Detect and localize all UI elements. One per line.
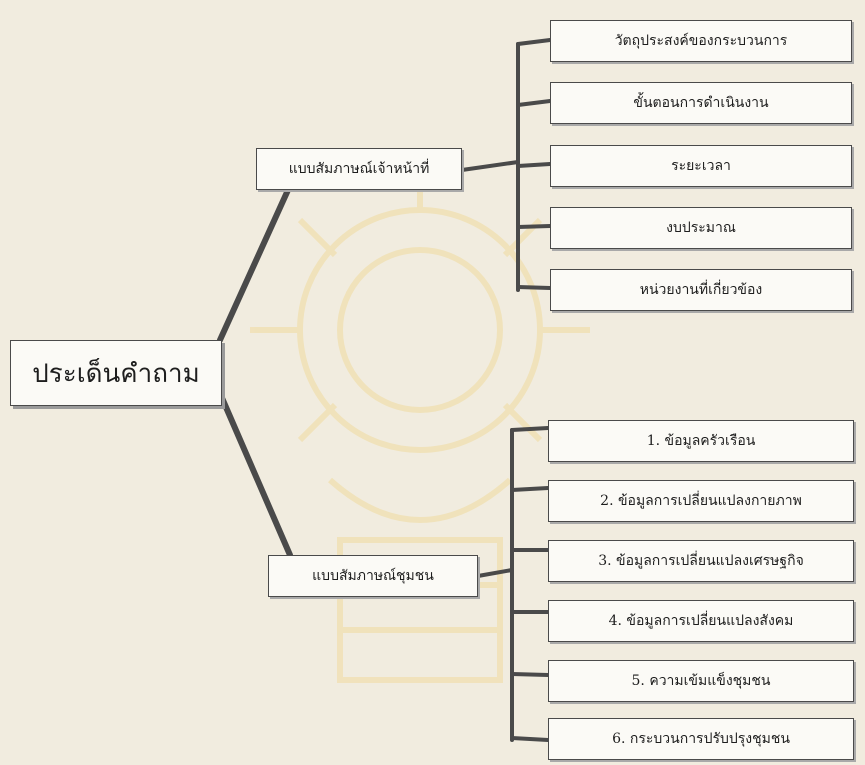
branch-node-community: แบบสัมภาษณ์ชุมชน — [268, 555, 478, 597]
leaf-node-label: ขั้นตอนการดำเนินงาน — [633, 95, 769, 111]
branch-node-label: แบบสัมภาษณ์เจ้าหน้าที่ — [288, 161, 430, 177]
connector-root-upper — [217, 187, 291, 343]
leaf-node-label: งบประมาณ — [666, 220, 736, 236]
connector-upper-stub — [460, 160, 520, 172]
leaf-node-community-1: 1. ข้อมูลครัวเรือน — [548, 420, 854, 462]
leaf-node-officials-1: วัตถุประสงค์ของกระบวนการ — [550, 20, 852, 62]
root-node-label: ประเด็นคำถาม — [32, 358, 200, 389]
leaf-node-label: 2. ข้อมูลการเปลี่ยนแปลงกายภาพ — [600, 493, 802, 509]
leaf-node-community-2: 2. ข้อมูลการเปลี่ยนแปลงกายภาพ — [548, 480, 854, 522]
leaf-node-label: 1. ข้อมูลครัวเรือน — [646, 433, 756, 449]
leaf-node-officials-4: งบประมาณ — [550, 207, 852, 249]
connector-upper-leaf-4 — [516, 224, 552, 229]
connector-upper-leaf-3 — [516, 162, 552, 168]
leaf-node-label: 3. ข้อมูลการเปลี่ยนแปลงเศรษฐกิจ — [598, 553, 804, 569]
leaf-node-label: วัตถุประสงค์ของกระบวนการ — [614, 33, 788, 49]
branch-node-label: แบบสัมภาษณ์ชุมชน — [312, 568, 434, 584]
leaf-node-community-6: 6. กระบวนการปรับปรุงชุมชน — [548, 718, 854, 760]
leaf-node-label: 6. กระบวนการปรับปรุงชุมชน — [612, 731, 790, 747]
leaf-node-label: ระยะเวลา — [671, 158, 731, 174]
connector-upper-leaf-5 — [516, 285, 552, 290]
leaf-node-officials-5: หน่วยงานที่เกี่ยวข้อง — [550, 269, 852, 311]
connector-lower-leaf-6 — [510, 736, 550, 742]
root-node: ประเด็นคำถาม — [10, 340, 222, 406]
connector-lower-leaf-2 — [510, 486, 550, 492]
connector-lower-stub — [476, 568, 514, 578]
leaf-node-label: 4. ข้อมูลการเปลี่ยนแปลงสังคม — [608, 613, 794, 629]
branch-node-officials: แบบสัมภาษณ์เจ้าหน้าที่ — [256, 148, 462, 190]
connector-lower-leaf-1 — [510, 426, 550, 432]
leaf-node-community-4: 4. ข้อมูลการเปลี่ยนแปลงสังคม — [548, 600, 854, 642]
connector-upper-leaf-1 — [516, 38, 552, 46]
leaf-node-officials-2: ขั้นตอนการดำเนินงาน — [550, 82, 852, 124]
leaf-node-community-5: 5. ความเข้มแข็งชุมชน — [548, 660, 854, 702]
leaf-node-label: หน่วยงานที่เกี่ยวข้อง — [639, 282, 763, 298]
connector-lower-leaf-5 — [510, 672, 550, 677]
connector-root-lower — [219, 395, 293, 558]
leaf-node-community-3: 3. ข้อมูลการเปลี่ยนแปลงเศรษฐกิจ — [548, 540, 854, 582]
leaf-node-label: 5. ความเข้มแข็งชุมชน — [631, 673, 771, 689]
connector-upper-leaf-2 — [516, 99, 552, 107]
leaf-node-officials-3: ระยะเวลา — [550, 145, 852, 187]
